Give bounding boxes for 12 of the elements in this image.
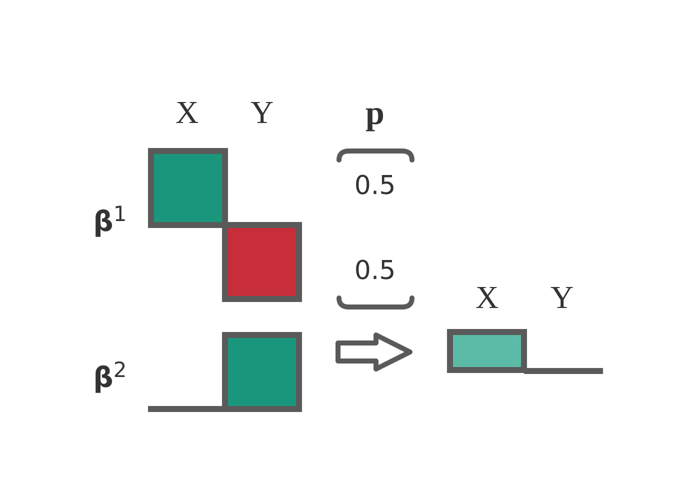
column-label: Y [550,281,574,313]
probability-value: 0.5 [354,173,396,199]
row-label: β$^{1}$ [93,208,127,236]
cell-block [222,332,302,412]
cell-block [222,222,302,302]
column-label: X [175,96,199,128]
column-label: Y [250,96,274,128]
probability-heading: p [366,97,384,131]
cell-block [148,148,228,228]
probability-value: 0.5 [354,258,396,284]
column-label: X [475,281,499,313]
cell-block [447,329,527,373]
